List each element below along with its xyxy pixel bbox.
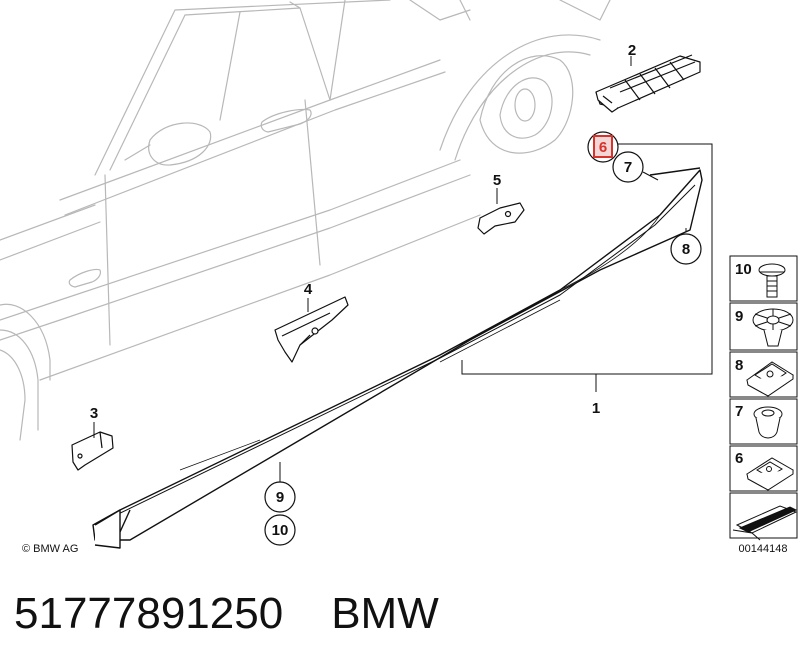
callout-7: 7 — [612, 151, 644, 183]
part-5-shape — [477, 202, 525, 235]
side-skirt — [92, 167, 703, 549]
svg-text:7: 7 — [624, 159, 632, 176]
svg-text:7: 7 — [735, 403, 743, 420]
callout-1: 1 — [592, 400, 600, 417]
diagram-code: 00144148 — [739, 543, 788, 555]
svg-text:10: 10 — [272, 522, 289, 539]
svg-text:6: 6 — [735, 450, 743, 467]
callout-10: 10 — [264, 514, 296, 546]
part-4-shape — [274, 296, 349, 363]
car-outline — [0, 0, 611, 441]
part-2-shape — [595, 54, 701, 113]
part-3-shape — [71, 431, 114, 471]
copyright-text: © BMW AG — [22, 543, 78, 555]
parts-diagram: 1 2 3 4 5 6 7 8 9 10 © BMW AG — [0, 0, 798, 555]
svg-text:8: 8 — [682, 241, 690, 258]
callout-6: 6 — [587, 131, 619, 163]
caption-bar: 51777891250 BMW — [14, 584, 439, 644]
legend-item-8: 8 — [735, 357, 794, 397]
callout-3: 3 — [90, 405, 98, 422]
callout-8: 8 — [670, 233, 702, 265]
svg-text:6: 6 — [599, 139, 607, 156]
callout-6-highlight — [593, 135, 613, 158]
legend-arrow-icon — [732, 505, 798, 541]
svg-text:8: 8 — [735, 357, 743, 374]
legend-item-10: 10 — [735, 261, 786, 298]
svg-text:9: 9 — [276, 489, 284, 506]
svg-text:9: 9 — [735, 308, 743, 325]
svg-text:10: 10 — [735, 261, 752, 278]
legend-item-7: 7 — [735, 403, 783, 439]
callout-9: 9 — [264, 481, 296, 513]
legend-item-9: 9 — [735, 308, 794, 347]
legend-item-6: 6 — [735, 450, 794, 491]
parts-legend: 10 9 8 — [729, 255, 798, 555]
part-number: 51777891250 — [14, 589, 284, 638]
brand-name: BMW — [331, 589, 439, 638]
callout-5: 5 — [493, 172, 501, 189]
callout-2: 2 — [628, 42, 636, 59]
callout-4: 4 — [304, 281, 313, 298]
leader-lines — [93, 56, 713, 482]
